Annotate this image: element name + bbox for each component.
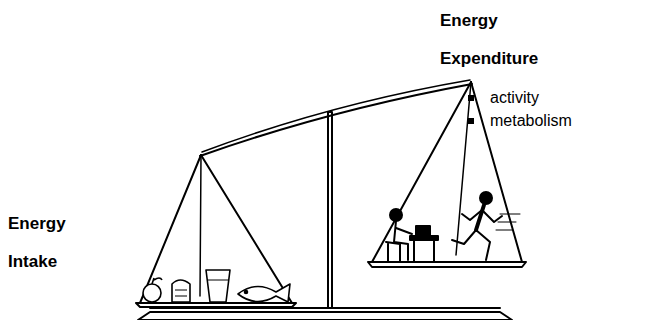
apple (143, 284, 161, 302)
runner-head (480, 192, 492, 204)
scale (136, 80, 526, 320)
chair (386, 242, 400, 261)
scale-beam (202, 80, 470, 152)
pan-string (140, 155, 201, 303)
desk-leg (413, 240, 415, 261)
runner-legs (452, 230, 490, 260)
scale-base (138, 312, 512, 320)
pan-string (372, 82, 471, 262)
runner-arms (462, 210, 502, 222)
glass-water (208, 280, 228, 281)
fish (238, 284, 290, 302)
scale-beam (200, 84, 472, 156)
scale-post (328, 112, 332, 308)
pan-string (471, 82, 522, 262)
computer (416, 226, 430, 236)
pan-string (456, 82, 471, 255)
seated-arm (396, 228, 412, 234)
runner-body (476, 205, 484, 230)
activity-figures (386, 192, 520, 261)
bread-texture (175, 290, 187, 296)
glass (206, 270, 230, 302)
pan-string (200, 155, 201, 296)
fish-eye (245, 291, 248, 294)
person-head (390, 209, 402, 221)
bullet-label: activity (490, 88, 640, 108)
food-items (143, 270, 290, 302)
bullet-mark (468, 95, 474, 101)
left-pan (136, 303, 296, 307)
pan-string (201, 155, 292, 303)
bullet-mark (468, 118, 474, 124)
heading-label: Energy Intake (8, 205, 84, 281)
apple-stem (152, 278, 162, 284)
right-pan (368, 262, 526, 267)
heading-label: Energy Expenditure (440, 2, 570, 78)
motion-lines (496, 214, 520, 230)
bread (172, 280, 190, 302)
desk-leg (433, 240, 435, 261)
bullet-label: metabolism (490, 111, 640, 131)
bullets (468, 95, 474, 124)
